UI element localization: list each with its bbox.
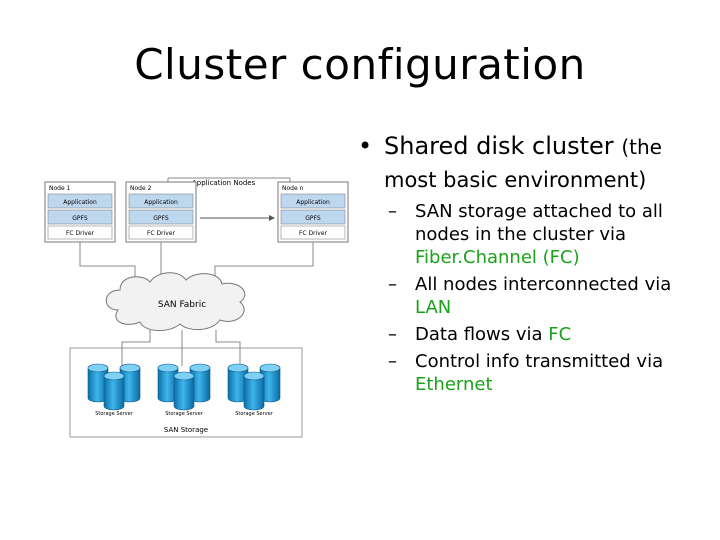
sub-bullet: – Data flows via FC xyxy=(388,323,708,346)
node-n-label: Node n xyxy=(282,185,304,192)
dash-marker: – xyxy=(388,351,397,372)
sub-bullet-highlight: FC xyxy=(548,324,572,345)
sub-bullet-text: Data flows via xyxy=(415,324,549,345)
sub-bullet: – All nodes interconnected via LAN xyxy=(388,273,708,319)
disk-cylinder-icon xyxy=(87,363,109,403)
node-2-application: Application xyxy=(144,199,178,206)
san-fabric-label: SAN Fabric xyxy=(158,300,206,310)
disk-cylinder-icon xyxy=(119,363,141,403)
node-2-label: Node 2 xyxy=(130,185,152,192)
node-1-fc-driver: FC Driver xyxy=(66,230,95,237)
sub-bullet-text: SAN storage attached to all nodes in the… xyxy=(415,201,663,245)
node-1-box: Node 1 Application GPFS FC Driver xyxy=(44,181,116,243)
disk-cylinder-icon xyxy=(243,371,265,411)
bullet-list: • Shared disk cluster (the most basic en… xyxy=(358,130,708,400)
dash-marker: – xyxy=(388,274,397,295)
sub-bullet-highlight: LAN xyxy=(415,297,452,318)
app-nodes-label: Application Nodes xyxy=(192,179,256,187)
node-2-gpfs: GPFS xyxy=(153,215,169,222)
bullet-main-text: Shared disk cluster xyxy=(384,132,614,160)
node-n-fc-driver: FC Driver xyxy=(299,230,328,237)
node-n-application: Application xyxy=(296,199,330,206)
disk-cylinder-icon xyxy=(227,363,249,403)
sub-bullet: – Control info transmitted via Ethernet xyxy=(388,350,708,396)
node-1-label: Node 1 xyxy=(49,185,71,192)
node-n-gpfs: GPFS xyxy=(305,215,321,222)
disk-cylinder-icon xyxy=(103,371,125,411)
node-2-box: Node 2 Application GPFS FC Driver xyxy=(125,181,197,243)
storage-server-label-3: Storage Server xyxy=(235,411,273,417)
san-fabric-cloud: SAN Fabric xyxy=(105,272,246,331)
san-storage-label: SAN Storage xyxy=(164,426,208,434)
storage-server-label-1: Storage Server xyxy=(95,411,133,417)
sub-bullet-highlight: Fiber.Channel (FC) xyxy=(415,247,580,268)
node-1-application: Application xyxy=(63,199,97,206)
bullet-paren-text: (the xyxy=(621,135,662,159)
sub-bullet-highlight: Ethernet xyxy=(415,374,493,395)
dash-marker: – xyxy=(388,201,397,222)
sub-bullet: – SAN storage attached to all nodes in t… xyxy=(388,200,708,269)
slide-title: Cluster configuration xyxy=(134,40,586,89)
bullet-continuation: most basic environment) xyxy=(384,168,647,192)
disk-cylinder-icon xyxy=(259,363,281,403)
disk-cylinder-icon xyxy=(173,371,195,411)
sub-bullet-text: Control info transmitted via xyxy=(415,351,664,372)
node-1-gpfs: GPFS xyxy=(72,215,88,222)
sub-bullet-text: All nodes interconnected via xyxy=(415,274,672,295)
sub-bullet-list: – SAN storage attached to all nodes in t… xyxy=(358,200,708,396)
node-2-fc-driver: FC Driver xyxy=(147,230,176,237)
storage-server-label-2: Storage Server xyxy=(165,411,203,417)
fabric-storage-links xyxy=(121,330,241,366)
cluster-diagram-svg: Application Nodes Node 1 Application GPF… xyxy=(44,177,349,438)
dash-marker: – xyxy=(388,324,397,345)
cluster-diagram: Application Nodes Node 1 Application GPF… xyxy=(40,170,360,442)
bullet-dot: • xyxy=(358,132,373,160)
node-n-box: Node n Application GPFS FC Driver xyxy=(277,181,349,243)
bullet-shared-disk: • Shared disk cluster (the most basic en… xyxy=(358,130,708,196)
